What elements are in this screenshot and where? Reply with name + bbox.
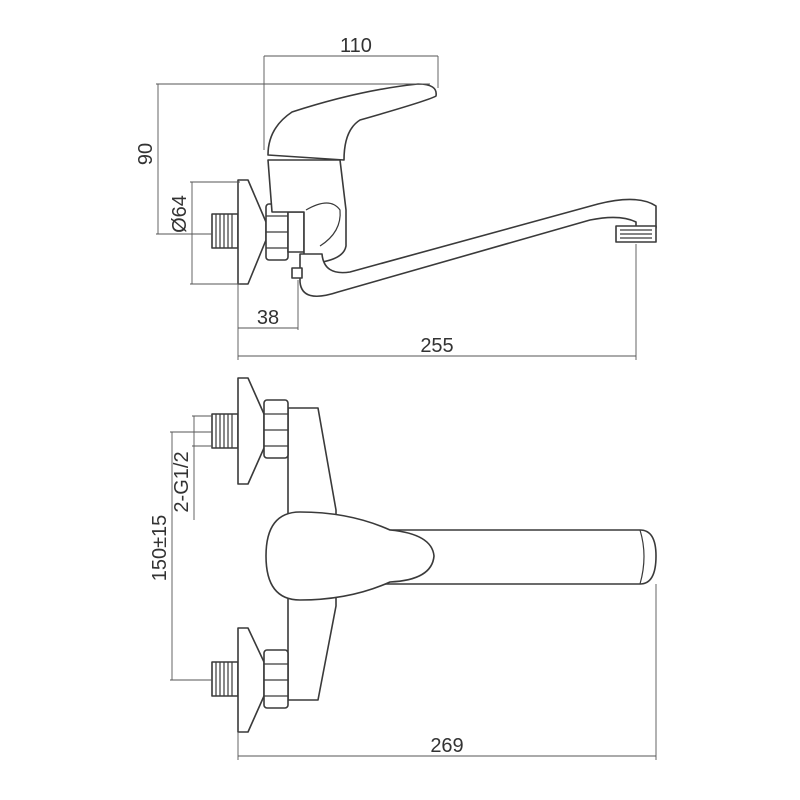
dim-text-110: 110 xyxy=(340,35,372,57)
dim-text-dia64: Ø64 xyxy=(169,195,191,233)
side-connector xyxy=(287,211,305,253)
side-spout xyxy=(299,198,657,298)
front-view xyxy=(211,377,657,733)
side-lever-handle xyxy=(267,83,437,161)
side-view xyxy=(211,83,657,298)
dimension-269: 269 xyxy=(237,584,657,760)
dimension-255: 255 xyxy=(238,244,637,360)
dimension-thread: 2-G1/2 xyxy=(171,415,212,520)
dim-text-255: 255 xyxy=(420,335,453,357)
dim-text-269: 269 xyxy=(430,735,463,757)
side-inlet-thread xyxy=(211,213,239,249)
dim-text-90: 90 xyxy=(135,143,157,165)
dim-text-38: 38 xyxy=(257,307,279,329)
dimension-150: 150±15 xyxy=(149,431,212,681)
front-upper-inlet xyxy=(211,377,289,485)
front-lower-inlet xyxy=(211,627,289,733)
front-lever-handle xyxy=(265,511,435,601)
side-wall-flange xyxy=(237,179,267,285)
side-fixing-screw xyxy=(291,267,303,279)
dimension-90: 90 xyxy=(135,83,430,235)
dimension-dia64: Ø64 xyxy=(169,181,240,285)
dim-text-150: 150±15 xyxy=(149,515,171,582)
dim-text-thread: 2-G1/2 xyxy=(171,451,193,512)
dimension-110: 110 xyxy=(263,35,439,150)
dimension-38: 38 xyxy=(237,280,299,360)
